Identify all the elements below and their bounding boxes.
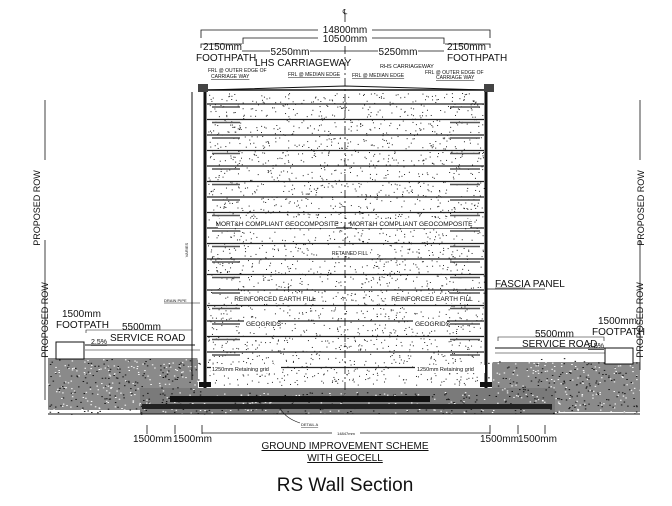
right-service-road-dim: 5500mm	[535, 329, 574, 340]
ground-improvement-label-1: GROUND IMPROVEMENT SCHEME	[261, 441, 428, 452]
rhs-half-dim: 5250mm	[379, 47, 418, 58]
frl-outer-left-2: CARRIAGE WAY	[211, 74, 250, 80]
drain-pipe-label: DRAIN PIPE	[164, 298, 187, 303]
frl-outer-left-1: FRL @ OUTER EDGE OF	[208, 68, 267, 74]
right-footpath-label: FOOTPATH	[592, 327, 645, 338]
overall-width-dim: 14800mm	[323, 25, 367, 36]
geocell-layer-lower	[142, 404, 552, 409]
frl-median-left: FRL @ MEDIAN EDGE	[288, 72, 341, 78]
left-foothpath-label: FOOTHPATH	[196, 53, 256, 64]
proposed-row-right-upper: PROPOSED ROW	[636, 170, 646, 246]
left-service-road-dim: 5500mm	[122, 322, 161, 333]
right-slope-label: 2.5%	[588, 343, 604, 350]
proposed-row-left-upper: PROPOSED ROW	[32, 170, 42, 246]
proposed-row-left-lower: PROPOSED ROW	[40, 282, 50, 358]
fill-stipple	[208, 93, 485, 386]
bottom-dim-2: 1500mm	[173, 434, 212, 445]
ground-improvement-label-2: WITH GEOCELL	[307, 453, 383, 464]
left-slope-label: 2.5%	[91, 339, 107, 346]
proposed-row-right-lower: PROPOSED ROW	[635, 282, 645, 358]
left-service-road-label: SERVICE ROAD	[110, 333, 185, 344]
geogrids-right-label: GEOGRIDS	[415, 321, 451, 328]
retained-fill-label: RETAINED FILL	[332, 251, 369, 257]
bottom-dim-3: 1500mm	[480, 434, 519, 445]
left-footpath-top-dim: 2150mm	[203, 42, 242, 53]
right-footpath-dim: 1500mm	[598, 316, 637, 327]
retaining-grid-left-label: 1250mm Retaining grid	[212, 367, 269, 373]
left-footpath-label: FOOTPATH	[56, 320, 109, 331]
right-service-road-label: SERVICE ROAD	[522, 339, 597, 350]
retaining-grid-right-label: 1250mm Retaining grid	[417, 367, 474, 373]
geocomposite-right-label: MORT&H COMPLIANT GEOCOMPOSITE	[350, 221, 474, 228]
carriageway-width-dim: 10500mm	[323, 34, 367, 45]
centerline-symbol: ℄	[342, 9, 348, 16]
right-footpath-top-dim: 2150mm	[447, 42, 486, 53]
frl-outer-right-2: CARRIAGE WAY	[436, 75, 475, 81]
left-footpath-dim: 1500mm	[62, 309, 101, 320]
reinforced-fill-left-label: REINFORCED EARTH FILL	[234, 296, 316, 303]
bottom-dim-1: 1500mm	[133, 434, 172, 445]
base-width-dim: 14847mm	[337, 431, 355, 436]
service-road-left	[55, 329, 200, 360]
frl-outer-right-1: FRL @ OUTER EDGE OF	[425, 70, 484, 76]
rhs-carriageway-label: RHS CARRIAGEWAY	[380, 64, 434, 70]
right-foothpath-label: FOOTHPATH	[447, 53, 507, 64]
rs-wall-body	[191, 84, 494, 388]
geocomposite-left-label: MORT&H COMPLIANT GEOCOMPOSITE	[216, 221, 340, 228]
geogrid-layers	[207, 103, 484, 372]
frl-median-right: FRL @ MEDIAN EDGE	[352, 73, 405, 79]
detail-a-label: DETAIL A	[301, 422, 318, 427]
drawing-title: RS Wall Section	[277, 475, 414, 496]
lhs-half-dim: 5250mm	[271, 47, 310, 58]
lhs-carriageway-label: LHS CARRIAGEWAY	[255, 58, 351, 69]
service-road-right	[495, 336, 634, 365]
reinforced-fill-right-label: REINFORCED EARTH FILL	[391, 296, 473, 303]
geogrids-left-label: GEOGRIDS	[246, 321, 282, 328]
geocell-layer	[170, 396, 430, 402]
varies-label: VARIES	[184, 242, 189, 257]
bottom-dim-4: 1500mm	[518, 434, 557, 445]
fascia-panel-label: FASCIA PANEL	[495, 279, 565, 290]
